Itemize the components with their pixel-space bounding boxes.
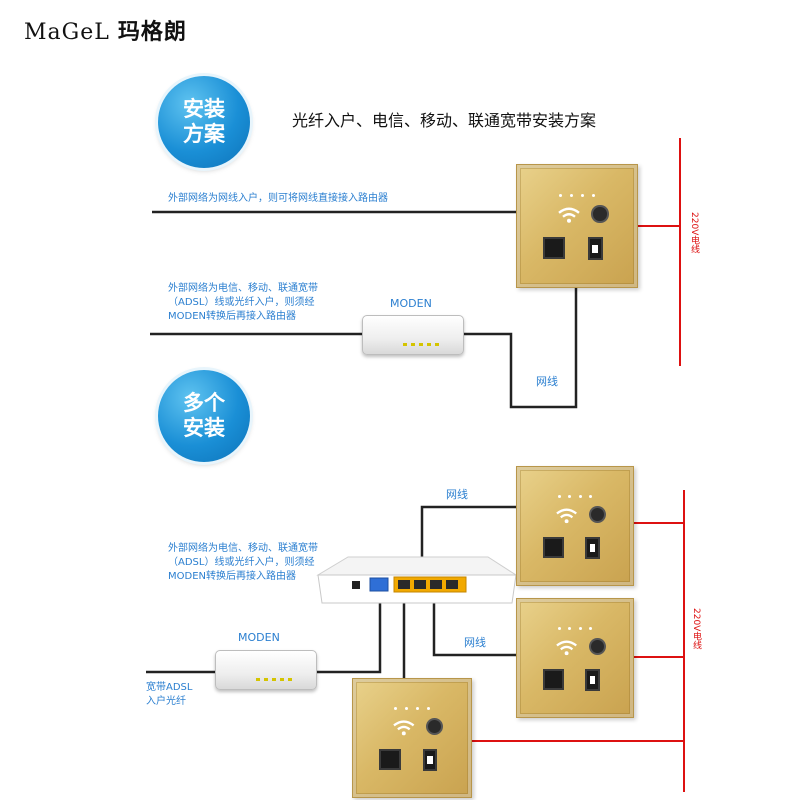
router-device — [316, 556, 518, 604]
wifi-socket-panel-3 — [352, 678, 472, 798]
usb-port-icon — [422, 748, 438, 772]
modem-to-router-line — [316, 592, 382, 674]
cable-label-top: 网线 — [446, 488, 468, 501]
wifi-socket-panel-1 — [516, 466, 634, 586]
power-label: 220V电线 — [689, 212, 699, 254]
cable-label-mid: 网线 — [464, 636, 486, 649]
wifi-icon — [557, 207, 580, 224]
router-to-panel-2-line — [432, 592, 516, 657]
rj45-port-icon — [542, 536, 564, 559]
modem-to-panel-line — [463, 286, 578, 409]
usb-port-icon — [585, 668, 600, 692]
wifi-icon — [393, 720, 415, 736]
usb-port-icon — [587, 236, 603, 261]
cable-label: 网线 — [536, 375, 558, 388]
wifi-socket-panel — [516, 164, 638, 288]
multi-install-badge: 多个安装 — [158, 370, 250, 462]
moden-label-2: MODEN — [238, 631, 280, 644]
wifi-icon — [556, 508, 578, 524]
power-button-icon — [588, 637, 606, 655]
input-label: 宽带ADSL 入户光纤 — [146, 682, 193, 707]
moden-label: MODEN — [390, 297, 432, 310]
power-button-icon — [588, 505, 606, 523]
brand-chinese: 玛格朗 — [117, 20, 187, 45]
note-adsl: 外部网络为电信、移动、联通宽带 （ADSL）线或光纤入户，则须经 MODEN转换… — [168, 283, 318, 322]
install-plan-badge: 安装方案 — [158, 76, 250, 168]
brand-logo: MaGeL 玛格朗 — [24, 14, 187, 46]
usb-port-icon — [585, 536, 600, 560]
note-adsl-2: 外部网络为电信、移动、联通宽带 （ADSL）线或光纤入户，则须经 MODEN转换… — [168, 543, 318, 582]
power-button-icon — [426, 717, 444, 735]
power-label-2: 220V电线 — [691, 608, 701, 650]
wifi-socket-panel-2 — [516, 598, 634, 718]
rj45-port-icon — [543, 236, 566, 260]
modem-device-2 — [215, 650, 317, 690]
power-button-icon — [591, 205, 609, 223]
note-ethernet-direct: 外部网络为网线入户，则可将网线直接接入路由器 — [168, 193, 388, 204]
rj45-port-icon — [378, 748, 401, 771]
wifi-icon — [556, 640, 578, 656]
headline: 光纤入户、电信、移动、联通宽带安装方案 — [292, 111, 597, 130]
modem-device — [362, 315, 464, 355]
rj45-port-icon — [542, 668, 564, 691]
brand-latin: MaGeL — [24, 20, 110, 45]
